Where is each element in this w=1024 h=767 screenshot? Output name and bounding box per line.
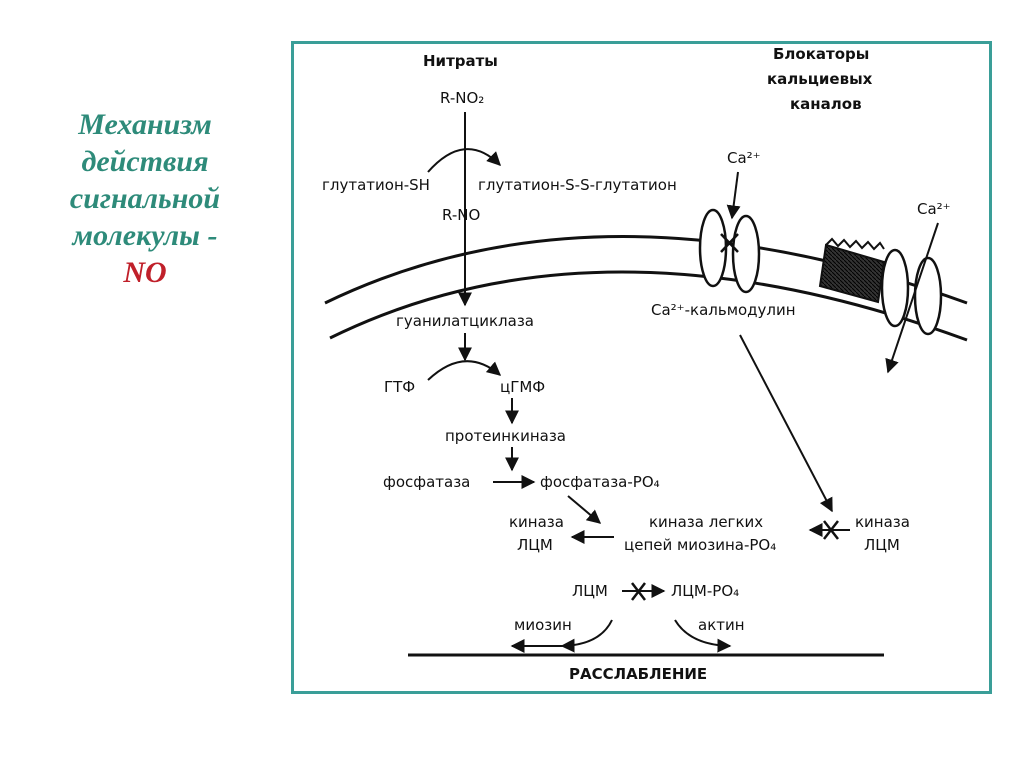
nitrates-label: Нитраты: [423, 52, 498, 70]
open-channel-left: [880, 248, 910, 328]
arrow-myosin-curve: [560, 619, 613, 653]
arrow-glutathione-curve: [427, 148, 501, 173]
title-line-3: сигнальной: [69, 182, 221, 215]
glutathione-sh-label: глутатион-SH: [322, 176, 430, 194]
blockers-line-1: Блокаторы: [773, 45, 869, 63]
channel-left-half: [698, 208, 728, 288]
arrow-calcium-in-2: [885, 222, 939, 374]
r-no2-label: R-NO₂: [440, 89, 484, 107]
arrow-gtp-to-cgmp: [427, 360, 502, 381]
gtp-label: ГТФ: [384, 378, 415, 396]
kinase-left-line-2: ЛЦМ: [517, 536, 553, 554]
diagram-frame: [291, 41, 992, 694]
protein-kinase-label: протеинкиназа: [445, 427, 566, 445]
blockers-line-2: кальциевых: [767, 70, 873, 88]
kinase-mid-line-2: цепей миозина-PO₄: [624, 536, 776, 554]
calcium-label-2: Ca²⁺: [917, 200, 951, 218]
title-line-1: Механизм: [78, 108, 212, 141]
arrow-calcium-in-1: [726, 171, 741, 220]
kinase-mid-line-1: киназа легких: [649, 513, 763, 531]
arrow-calmodulin-to-kinase: [739, 334, 833, 513]
open-channel-right: [913, 256, 943, 336]
arrow-po4-to-kinase: [567, 495, 602, 524]
membrane-inner: [329, 270, 968, 342]
lcm-label: ЛЦМ: [572, 582, 608, 600]
actin-label: актин: [698, 616, 745, 634]
block-cross-icon-kinase: [823, 520, 839, 540]
kinase-right-line-2: ЛЦМ: [864, 536, 900, 554]
calmodulin-label: Ca²⁺-кальмодулин: [651, 301, 796, 319]
title-line-4: молекулы -: [72, 219, 218, 252]
cgmp-label: цГМФ: [500, 378, 545, 396]
r-no-label: R-NO: [442, 206, 480, 224]
channel-right-half: [731, 214, 761, 294]
myosin-label: миозин: [514, 616, 572, 634]
calcium-label-1: Ca²⁺: [727, 149, 761, 167]
title-line-5: NO: [123, 256, 167, 289]
kinase-left-line-1: киназа: [509, 513, 564, 531]
phosphatase-po4-label: фосфатаза-PO₄: [540, 473, 660, 491]
channel-block-cross-icon: [720, 233, 739, 253]
guanylate-cyclase-label: гуанилатциклаза: [396, 312, 534, 330]
relaxation-label: РАССЛАБЛЕНИЕ: [569, 665, 707, 683]
slide-title: Механизм действия сигнальной молекулы - …: [40, 106, 250, 291]
phosphatase-label: фосфатаза: [383, 473, 470, 491]
arrow-actin-curve: [674, 619, 732, 653]
glutathione-ssg-label: глутатион-S-S-глутатион: [478, 176, 677, 194]
title-line-2: действия: [81, 145, 209, 178]
block-cross-icon-lcm: [631, 582, 646, 601]
kinase-right-line-1: киназа: [855, 513, 910, 531]
blockers-line-3: каналов: [790, 95, 862, 113]
membrane-receptor: [818, 243, 886, 304]
lcm-po4-label: ЛЦМ-PO₄: [671, 582, 739, 600]
